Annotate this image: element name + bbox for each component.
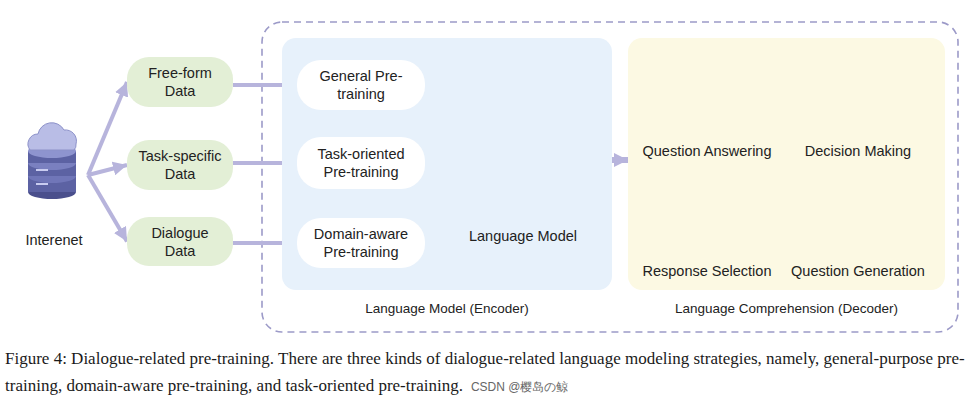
data-box: Dialogue Data xyxy=(127,217,233,266)
flow-arrow xyxy=(88,165,127,175)
flow-arrow xyxy=(88,175,127,242)
node-label: Language Model xyxy=(469,227,577,245)
flow-arrow xyxy=(88,82,127,175)
node-label: General Pre-training xyxy=(307,67,415,103)
node-label: Domain-aware Pre-training xyxy=(307,225,415,261)
task-node: Response Selection xyxy=(632,164,782,280)
node-label: Task-oriented Pre-training xyxy=(307,145,415,181)
task-node: Question Answering xyxy=(632,42,782,160)
node-label: Free-form Data xyxy=(137,64,223,100)
task-node: Question Generation xyxy=(783,164,933,280)
watermark: CSDN @樱岛の鲸 xyxy=(471,379,569,396)
node-label: Question Answering xyxy=(643,142,772,160)
internet-icon xyxy=(28,123,76,199)
node-label: Interenet xyxy=(25,231,82,249)
language-model-node: Language Model xyxy=(448,95,598,245)
pretraining-box: Domain-aware Pre-training xyxy=(297,218,425,268)
node-label: Question Generation xyxy=(791,262,925,280)
encoder-panel: Language Model (Encoder)General Pre-trai… xyxy=(282,38,612,290)
dashed-frame xyxy=(262,22,958,332)
node-label: Dialogue Data xyxy=(137,224,223,260)
panel-heading: Language Model (Encoder) xyxy=(282,301,612,316)
node-label: Response Selection xyxy=(643,262,772,280)
internet-node: Interenet xyxy=(14,125,94,249)
panel-heading: Language Comprehension (Decoder) xyxy=(628,301,945,316)
decoder-panel: Language Comprehension (Decoder)Question… xyxy=(628,38,945,290)
data-box: Free-form Data xyxy=(127,57,233,107)
pretraining-box: General Pre-training xyxy=(297,60,425,110)
task-node: Decision Making xyxy=(783,42,933,160)
node-label: Decision Making xyxy=(805,142,911,160)
pretraining-box: Task-oriented Pre-training xyxy=(297,137,425,189)
node-label: Task-specific Data xyxy=(137,147,223,183)
data-box: Task-specific Data xyxy=(127,140,233,190)
